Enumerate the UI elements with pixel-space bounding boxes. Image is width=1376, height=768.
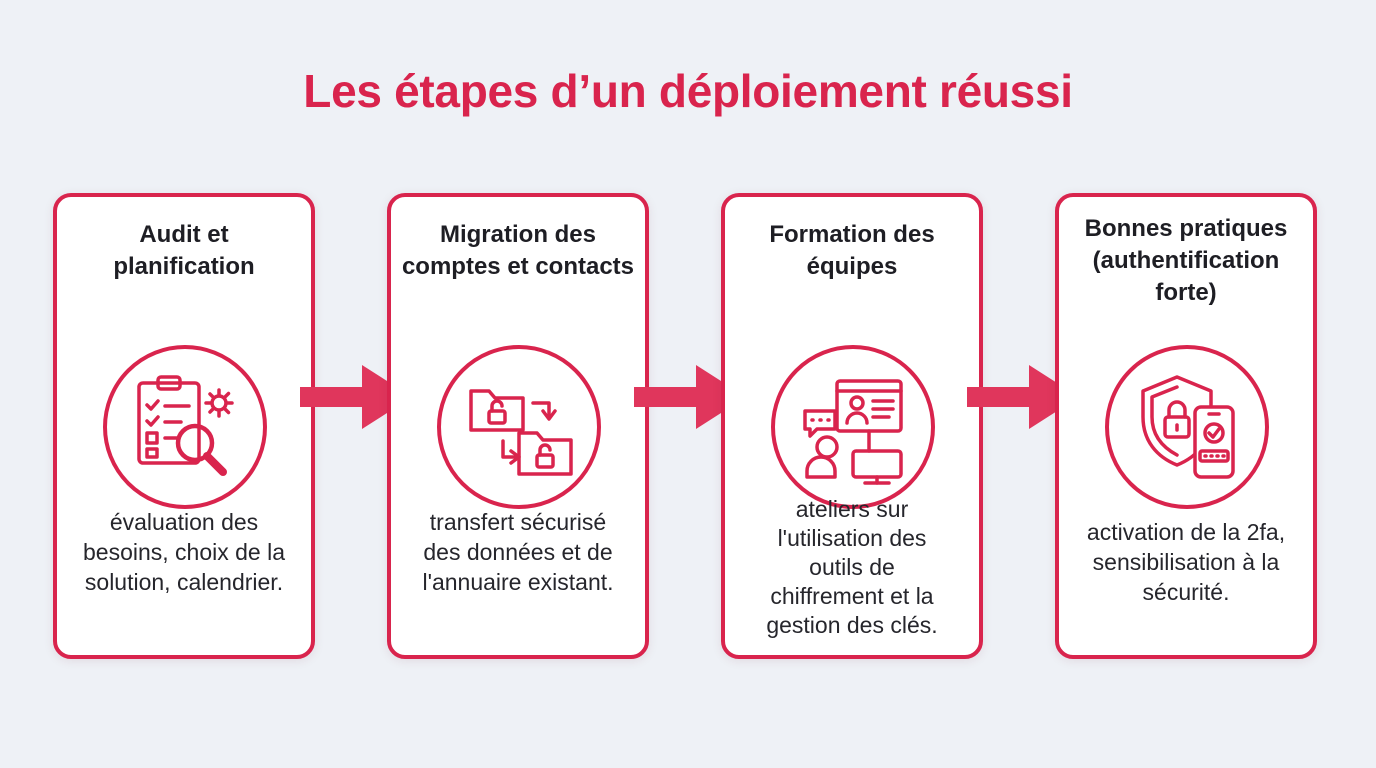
step-description: évaluation des besoins, choix de la solu… xyxy=(65,507,303,597)
shield-2fa-icon xyxy=(1141,375,1235,479)
step-title-line: comptes et contacts xyxy=(401,253,635,280)
step-title-line: planification xyxy=(113,253,255,280)
step-desc-line: chiffrement et la xyxy=(770,583,934,609)
step-title-line: Bonnes pratiques xyxy=(1084,215,1288,242)
arrow-icon xyxy=(300,365,412,429)
step-title-line: Formation des xyxy=(769,221,935,248)
step-desc-line: gestion des clés. xyxy=(766,612,938,638)
step-description: transfert sécurisé des données et de l'a… xyxy=(399,507,637,597)
step-card-migration: Migration des comptes et contacts transf… xyxy=(387,193,649,659)
step-title-line: forte) xyxy=(1155,279,1217,306)
step-title-line: (authentification xyxy=(1092,247,1280,274)
step-title-line: équipes xyxy=(806,253,898,280)
step-desc-line: besoins, choix de la xyxy=(82,539,285,565)
step-icon-circle xyxy=(1105,345,1269,509)
step-title-line: Audit et xyxy=(139,221,229,248)
step-description: ateliers sur l'utilisation des outils de… xyxy=(733,495,971,640)
step-title: Audit et planification xyxy=(65,219,303,283)
step-desc-line: l'utilisation des xyxy=(777,525,927,551)
step-desc-line: ateliers sur xyxy=(795,496,909,522)
step-desc-line: évaluation des xyxy=(109,509,259,535)
arrow-icon xyxy=(634,365,746,429)
step-title: Bonnes pratiques (authentification forte… xyxy=(1067,213,1305,309)
step-desc-line: des données et de xyxy=(423,539,613,565)
training-screen-icon xyxy=(803,379,903,485)
step-title: Migration des comptes et contacts xyxy=(399,219,637,283)
step-icon-circle xyxy=(437,345,601,509)
checklist-audit-icon xyxy=(137,375,234,476)
step-title: Formation des équipes xyxy=(733,219,971,283)
step-desc-line: solution, calendrier. xyxy=(84,569,284,595)
arrow-icon xyxy=(967,365,1079,429)
step-card-bonnes-pratiques: Bonnes pratiques (authentification forte… xyxy=(1055,193,1317,659)
step-desc-line: l'annuaire existant. xyxy=(422,569,614,595)
page-title: Les étapes d’un déploiement réussi xyxy=(303,65,1073,117)
step-desc-line: transfert sécurisé xyxy=(429,509,607,535)
step-desc-line: sécurité. xyxy=(1142,579,1230,605)
step-desc-line: sensibilisation à la xyxy=(1092,549,1280,575)
step-description: activation de la 2fa, sensibilisation à … xyxy=(1067,517,1305,607)
step-card-formation: Formation des équipes ateliers sur l'uti… xyxy=(721,193,983,659)
step-desc-line: outils de xyxy=(809,554,895,580)
step-card-audit: Audit et planification évaluation des be… xyxy=(53,193,315,659)
step-icon-circle xyxy=(103,345,267,509)
folder-migration-icon xyxy=(469,389,573,476)
step-icon-circle xyxy=(771,345,935,509)
step-title-line: Migration des xyxy=(439,221,596,248)
step-desc-line: activation de la 2fa, xyxy=(1086,519,1286,545)
